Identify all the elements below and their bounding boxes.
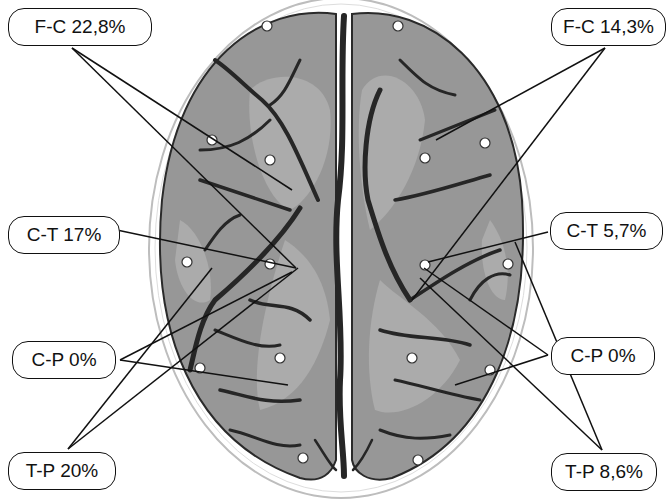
callout-box: F-C 22,8% — [8, 8, 152, 46]
callout-text: F-C 22,8% — [35, 16, 126, 38]
leader-lines — [68, 48, 605, 450]
callout-text: C-T 17% — [27, 224, 102, 246]
callout-box: T-P 8,6% — [551, 453, 657, 491]
callout-text: F-C 14,3% — [563, 16, 654, 38]
callout-text: C-P 0% — [570, 345, 635, 367]
callout-text: T-P 8,6% — [565, 461, 643, 483]
callout-text: C-P 0% — [31, 349, 96, 371]
callout-box: C-T 17% — [8, 216, 120, 254]
callout-text: T-P 20% — [26, 460, 99, 482]
callout-box: C-P 0% — [551, 337, 655, 375]
callout-box: F-C 14,3% — [551, 8, 666, 46]
callout-box: C-P 0% — [12, 341, 116, 379]
callout-text: C-T 5,7% — [567, 220, 647, 242]
callout-box: T-P 20% — [8, 452, 116, 490]
callout-box: C-T 5,7% — [550, 212, 663, 250]
